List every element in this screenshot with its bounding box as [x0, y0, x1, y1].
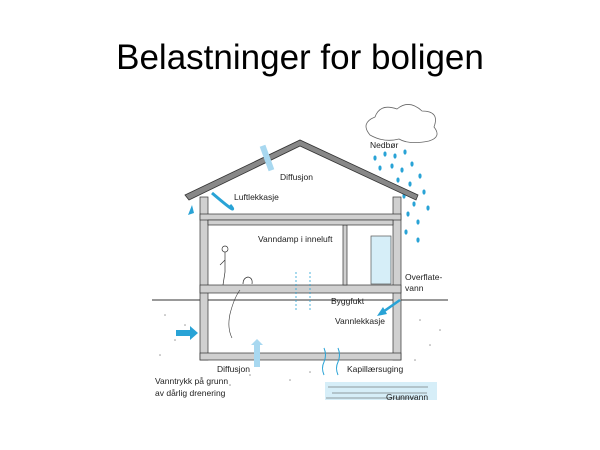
- groundwater: [325, 382, 437, 400]
- rain-drops-icon: [373, 149, 430, 243]
- cloud-icon: [365, 104, 438, 143]
- slide-title: Belastninger for boligen: [116, 38, 484, 77]
- label-surface-water-2: vann: [405, 283, 424, 293]
- rain-drop: [416, 219, 420, 225]
- rain-drop: [418, 173, 422, 179]
- label-surface-water-1: Overflate-: [405, 272, 442, 282]
- label-diffusion-roof: Diffusjon: [280, 172, 313, 182]
- rain-drop: [416, 237, 420, 243]
- rain-drop: [408, 181, 412, 187]
- rain-drop: [383, 151, 387, 157]
- label-water-pressure-2: av dårlig drenering: [155, 388, 226, 398]
- rain-drop: [422, 189, 426, 195]
- label-capillary: Kapillærsuging: [347, 364, 403, 374]
- label-water-vapour: Vanndamp i inneluft: [258, 234, 333, 244]
- diffusion-ground-arrow: [254, 343, 260, 367]
- rain-drop: [426, 205, 430, 211]
- label-diffusion-ground: Diffusjon: [217, 364, 250, 374]
- ground: [152, 299, 448, 386]
- rain-drop: [393, 153, 397, 159]
- rain-drop: [404, 229, 408, 235]
- moisture-arrows: [176, 144, 401, 376]
- label-air-leakage: Luftlekkasje: [234, 192, 279, 202]
- rain-drop: [406, 211, 410, 217]
- house-walls: [199, 196, 402, 361]
- rain-drop: [378, 165, 382, 171]
- label-precipitation: Nedbør: [370, 140, 399, 150]
- roof: [184, 139, 419, 201]
- label-building-moisture: Byggfukt: [331, 296, 365, 306]
- capillary-arrows: [322, 347, 340, 376]
- air-leakage-arrow: [211, 191, 235, 211]
- label-groundwater: Grunnvann: [386, 392, 428, 402]
- label-water-pressure-1: Vanntrykk på grunn: [155, 376, 228, 386]
- rain-drop: [373, 155, 377, 161]
- people-figures: [219, 235, 392, 286]
- diffusion-roof-arrow: [259, 144, 275, 172]
- label-water-leakage: Vannlekkasje: [335, 316, 385, 326]
- water-pressure-arrow: [176, 326, 198, 340]
- rain-drop: [390, 163, 394, 169]
- rain-drop: [410, 161, 414, 167]
- rain-drop: [400, 167, 404, 173]
- rain-drop: [403, 149, 407, 155]
- rain-drop: [412, 201, 416, 207]
- rain-drop: [396, 177, 400, 183]
